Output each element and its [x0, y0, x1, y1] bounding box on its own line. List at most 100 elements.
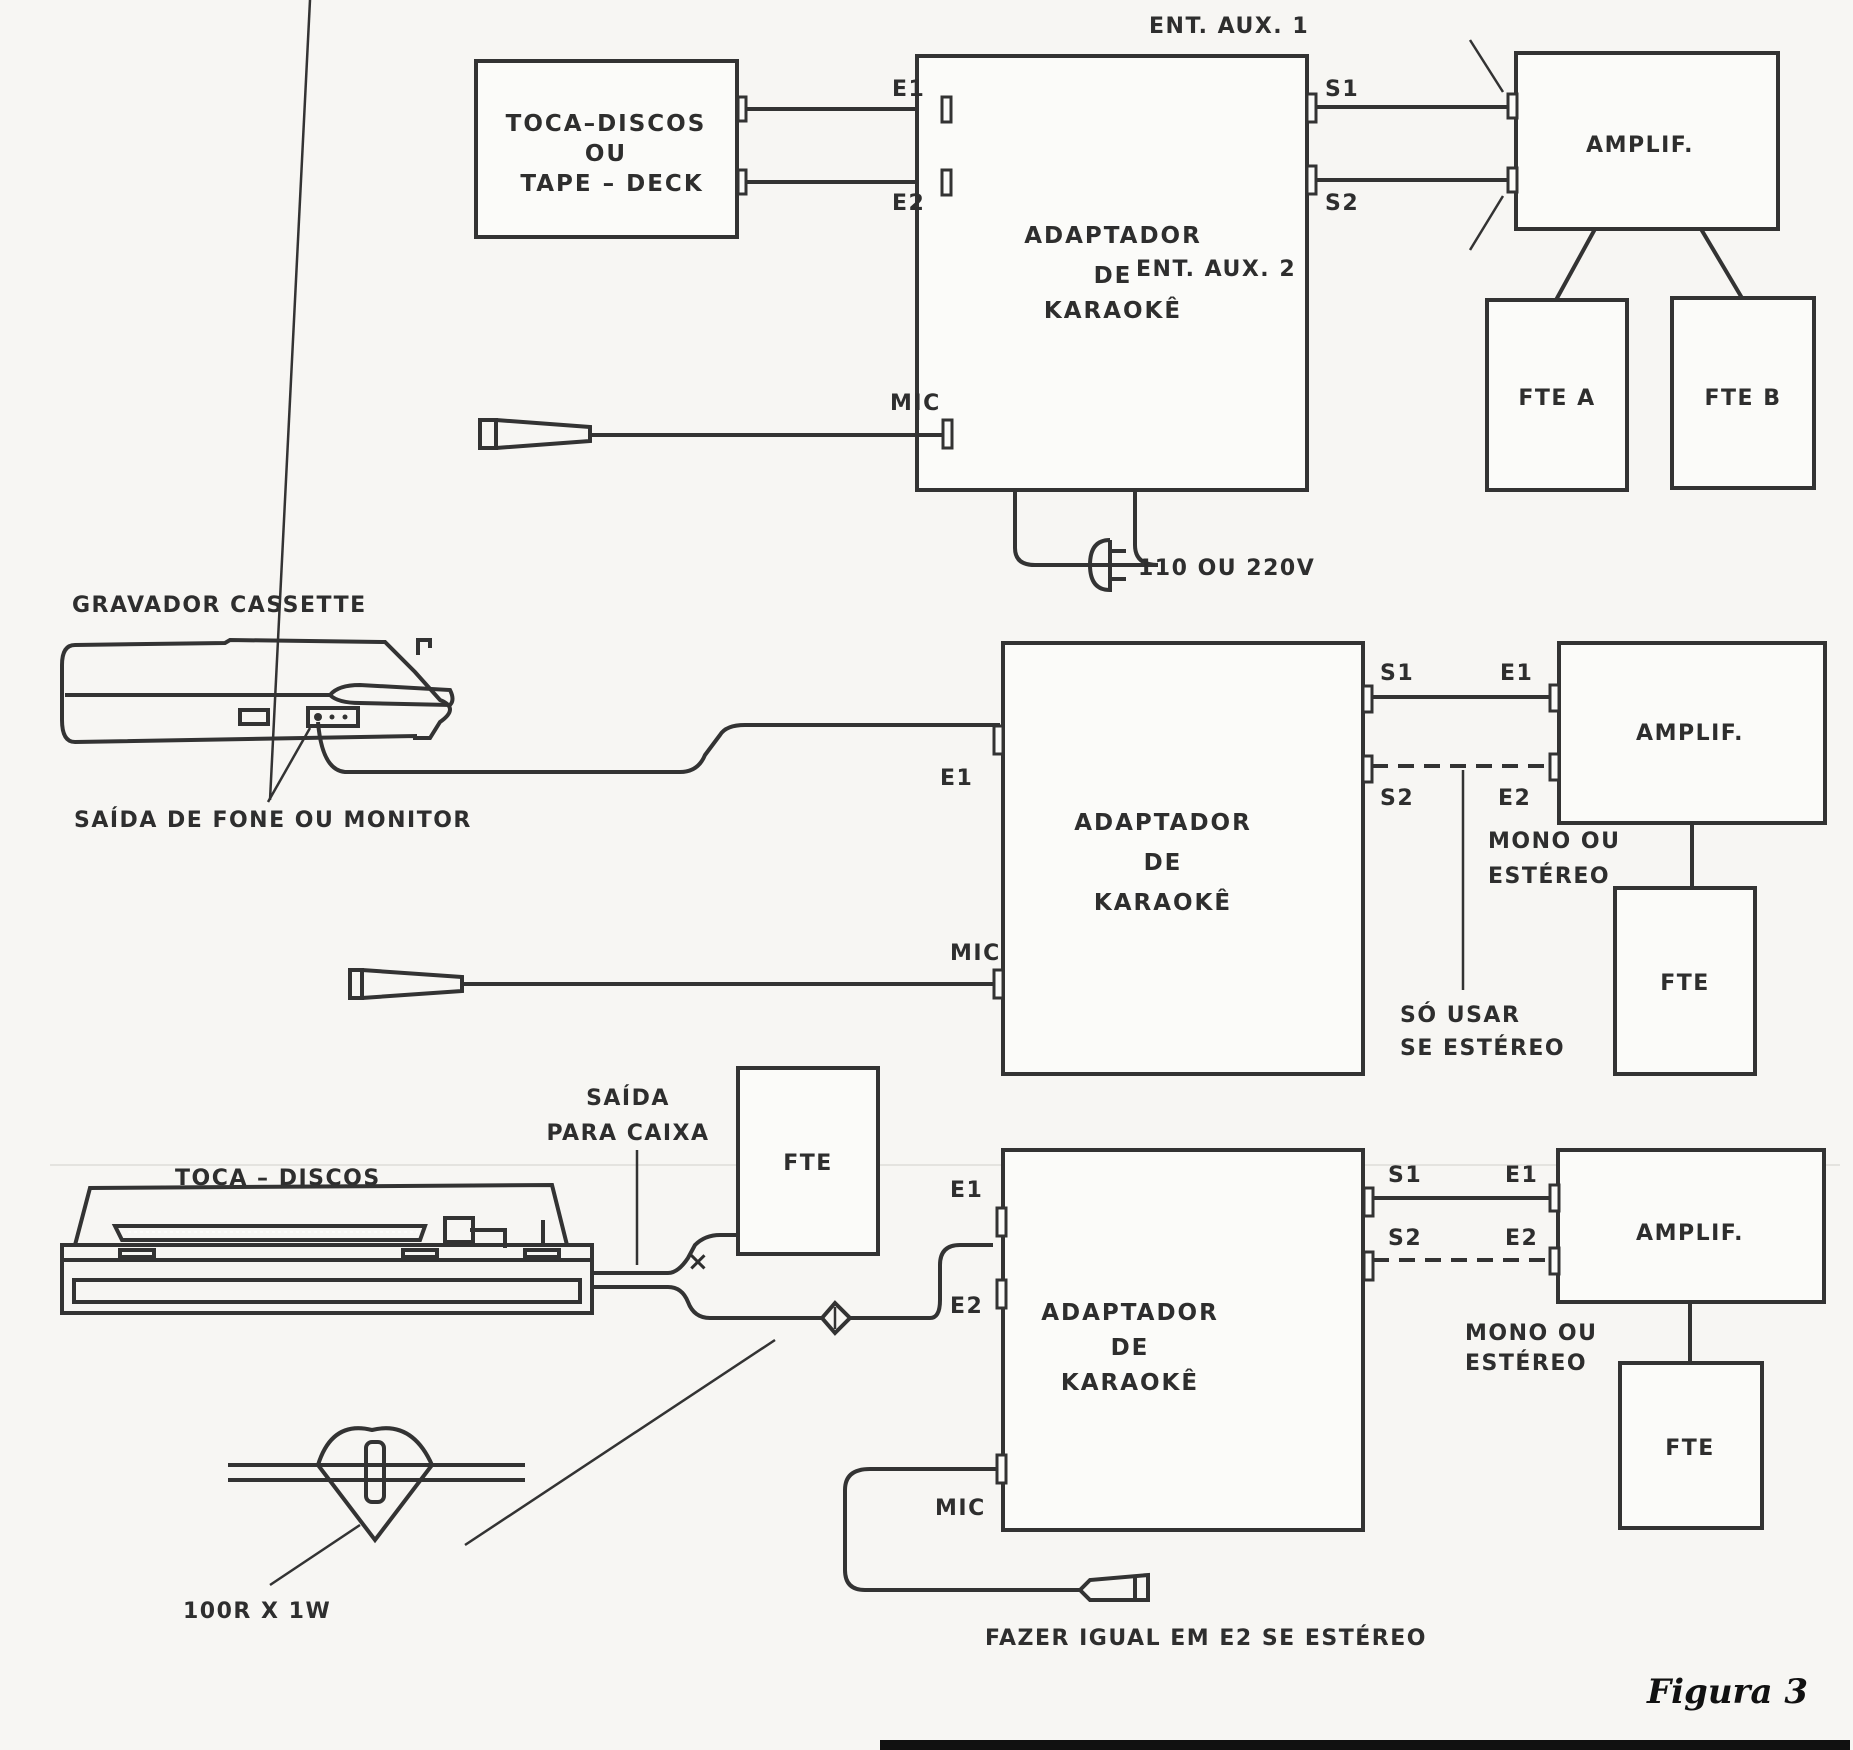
amplifier-1: AMPLIF. ENT. AUX. 1 ENT. AUX. 2 FTE A FT…: [1136, 14, 1816, 492]
amp1-jack-aux1: [1506, 92, 1519, 120]
adapter2-title-1: ADAPTADOR: [1074, 810, 1252, 836]
amp1-jack-aux2: [1506, 166, 1519, 194]
adapter2-s1-label: S1: [1380, 661, 1414, 686]
microphone-icon: [843, 1467, 1150, 1602]
bottom-rule: [880, 1740, 1850, 1750]
adapter2-title-3: KARAOKÊ: [1094, 888, 1232, 916]
amp3-jack-e2: [1548, 1246, 1561, 1276]
source-label-2: OU: [585, 141, 627, 167]
adapter2-jack-mic: [992, 968, 1005, 1000]
cable-to-adapter-e1: [850, 1243, 993, 1320]
speaker-left-label: FTE: [783, 1151, 833, 1176]
amp2-box: [1557, 641, 1827, 825]
adapter1-mic-label: MIC: [890, 391, 941, 416]
amp3-box: [1556, 1148, 1826, 1304]
amp2-e1-label: E1: [1500, 661, 1533, 686]
amp2-jack-e1: [1548, 683, 1561, 713]
adapter1-title-2: DE: [1094, 263, 1133, 289]
adapter1-title-3: KARAOKÊ: [1044, 296, 1182, 324]
speaker-left-box: [736, 1066, 880, 1256]
adapter2-title-2: DE: [1144, 850, 1183, 876]
aux1-label: ENT. AUX. 1: [1149, 14, 1309, 39]
adapter1-e2-label: E2: [892, 191, 925, 216]
amp2-jack-e2: [1548, 752, 1561, 782]
adapter3-e2-label: E2: [950, 1294, 983, 1319]
microphone-icon: [348, 968, 995, 1000]
source-jack-1: [736, 95, 748, 123]
aux2-label: ENT. AUX. 2: [1136, 257, 1296, 282]
speaker-b-label: FTE B: [1705, 386, 1782, 411]
adapter1-title-1: ADAPTADOR: [1024, 223, 1202, 249]
diagram-1: TOCA–DISCOS OU TAPE – DECK E1 E2 MIC S1 …: [474, 54, 1359, 567]
adapter1-s1-label: S1: [1325, 77, 1359, 102]
adapter2-jack-s2: [1361, 754, 1374, 784]
adapter1-jack-mic: [941, 418, 954, 450]
amp3-mode-1: MONO OU: [1465, 1321, 1597, 1346]
speaker-3-box: [1618, 1361, 1764, 1530]
microphone-icon: [478, 418, 943, 450]
amp3-mode-2: ESTÉREO: [1465, 1350, 1587, 1376]
adapter2-e1-label: E1: [940, 766, 973, 791]
amp2-mode-1: MONO OU: [1488, 829, 1620, 854]
adapter-box-3: [1001, 1148, 1365, 1532]
turntable-output-1: SAÍDA: [586, 1085, 670, 1111]
adapter3-title-1: ADAPTADOR: [1041, 1300, 1219, 1326]
cassette-title: GRAVADOR CASSETTE: [72, 593, 367, 618]
turntable-icon: [60, 1182, 594, 1315]
speaker-3-label: FTE: [1665, 1436, 1715, 1461]
speaker-a-label: FTE A: [1518, 386, 1595, 411]
adapter3-s1-label: S1: [1388, 1163, 1422, 1188]
cable-to-resistor: [593, 1285, 822, 1320]
speaker-2-box: [1613, 886, 1757, 1076]
adapter1-jack-s2: [1305, 164, 1318, 196]
adapter3-title-3: KARAOKÊ: [1061, 1368, 1199, 1396]
cut-mark-icon: ×: [687, 1247, 710, 1277]
adapter3-title-2: DE: [1111, 1335, 1150, 1361]
source-label-3: TAPE – DECK: [520, 171, 703, 197]
stereo-note-1: SÓ USAR: [1400, 1002, 1520, 1028]
adapter3-jack-s1: [1362, 1186, 1375, 1218]
diagram-2: GRAVADOR CASSETTE SAÍDA DE FONE OU MONIT…: [60, 0, 1827, 1076]
stereo-note-2: SE ESTÉREO: [1400, 1035, 1565, 1061]
source-jack-2: [736, 168, 748, 196]
adapter1-jack-s1: [1305, 92, 1318, 124]
amp1-box: [1514, 51, 1780, 231]
turntable-output-2: PARA CAIXA: [546, 1121, 709, 1146]
adapter3-mic-label: MIC: [935, 1496, 986, 1521]
amp3-e2-label: E2: [1505, 1226, 1538, 1251]
adapter1-jack-e2: [940, 168, 953, 197]
adapter-box-1: [915, 54, 1309, 492]
figure-caption: Figura 3: [1646, 1672, 1808, 1712]
adapter3-e1-label: E1: [950, 1178, 983, 1203]
cassette-output-label: SAÍDA DE FONE OU MONITOR: [74, 807, 472, 833]
amp2-mode-2: ESTÉREO: [1488, 863, 1610, 889]
speaker-a-box: [1485, 298, 1629, 492]
adapter1-s2-label: S2: [1325, 191, 1359, 216]
adapter3-jack-mic: [995, 1453, 1008, 1485]
adapter1-e1-label: E1: [892, 77, 925, 102]
adapter2-jack-e1: [992, 724, 1005, 756]
adapter2-jack-s1: [1361, 684, 1374, 714]
source-label-1: TOCA–DISCOS: [506, 111, 707, 137]
power-connection: 110 OU 220V: [1013, 490, 1315, 593]
cassette-recorder-icon: [60, 637, 455, 745]
amp3-label: AMPLIF.: [1636, 1221, 1744, 1246]
adapter3-jack-e2: [995, 1278, 1008, 1310]
stereo-repeat-note: FAZER IGUAL EM E2 SE ESTÉREO: [985, 1625, 1427, 1651]
power-label: 110 OU 220V: [1138, 556, 1315, 581]
adapter3-s2-label: S2: [1388, 1226, 1422, 1251]
adapter2-mic-label: MIC: [950, 941, 1001, 966]
amp3-jack-e1: [1548, 1183, 1561, 1213]
speaker-2-label: FTE: [1660, 971, 1710, 996]
speaker-b-box: [1670, 296, 1816, 490]
amp3-e1-label: E1: [1505, 1163, 1538, 1188]
resistor-detail-icon: [228, 1338, 776, 1587]
diagram-3: TOCA – DISCOS SAÍDA PARA CAIXA × FTE: [60, 1066, 1826, 1651]
adapter1-jack-e1: [940, 95, 953, 124]
adapter3-jack-e1: [995, 1206, 1008, 1238]
source-box: [474, 59, 739, 239]
cassette-cable: [316, 721, 1000, 774]
adapter-box-2: [1001, 641, 1365, 1076]
amp2-label: AMPLIF.: [1636, 721, 1744, 746]
adapter2-s2-label: S2: [1380, 786, 1414, 811]
